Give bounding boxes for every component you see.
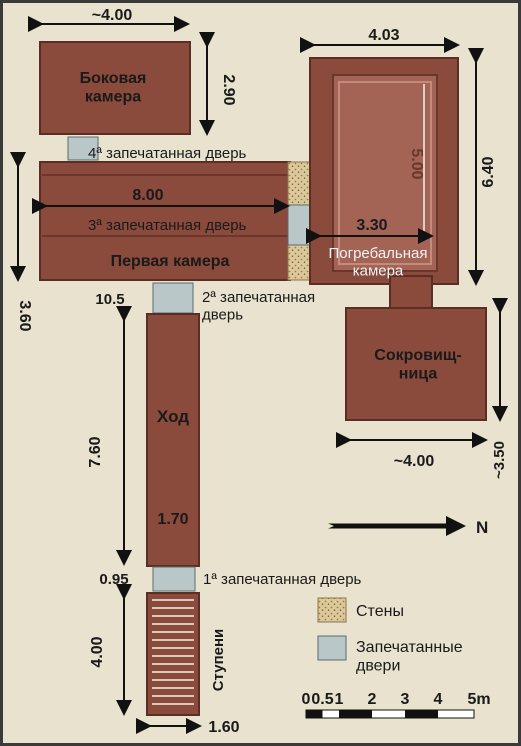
treasury-width-value: ~4.00: [394, 453, 435, 470]
steps-room: [146, 592, 200, 716]
door1-offset-value: 0.95: [99, 571, 128, 588]
side-height-value: 2.90: [220, 74, 237, 105]
corridor-room: [146, 313, 200, 567]
steps-label: Ступени: [210, 629, 227, 692]
north-arrow-icon: [320, 516, 466, 536]
side-width-value: ~4.00: [92, 7, 133, 24]
scale-tick-label: 2: [368, 691, 377, 708]
sarcophagus-outline: [338, 81, 432, 265]
first-chamber-room: [39, 161, 291, 281]
door1-label: 1ª запечатанная дверь: [203, 571, 362, 588]
burial-inner-width-value: 3.30: [356, 217, 387, 234]
scale-tick-label: 3: [401, 691, 410, 708]
corridor-width-value: 1.70: [157, 511, 188, 528]
door1-sealed: [152, 566, 196, 592]
scale-segment: [306, 710, 323, 718]
door3-sealed: [287, 204, 311, 246]
legend-walls-swatch: [317, 597, 347, 623]
burial-inner-height-value: 5.00: [408, 148, 425, 179]
door4-sealed: [67, 136, 99, 161]
legend-walls-label: Стены: [356, 603, 404, 620]
scale-tick-label: 0: [302, 691, 311, 708]
steps-width-value: 1.60: [208, 719, 239, 736]
scale-tick-label: 4: [434, 691, 443, 708]
north-label: N: [476, 518, 488, 537]
treasury-passage: [389, 275, 433, 311]
side-chamber-room: [39, 41, 191, 135]
first-chamber-label: Первая камера: [111, 253, 230, 270]
scale-tick-label: 1: [335, 691, 344, 708]
scale-tick-label: 5m: [467, 691, 490, 708]
door2-sealed: [152, 282, 194, 314]
legend-sealed-swatch: [317, 635, 347, 661]
stairs-lines: [152, 599, 194, 705]
door3-label: 3ª запечатанная дверь: [88, 217, 247, 234]
steps-length-value: 4.00: [89, 636, 106, 667]
first-width-value: 8.00: [132, 187, 163, 204]
treasury-label: Сокровищ-ница: [374, 347, 461, 382]
scale-tick-label: 0.5: [311, 691, 333, 708]
corridor-label: Ход: [157, 407, 189, 426]
corridor-length-value: 7.60: [87, 436, 104, 467]
burial-height-value: 6.40: [480, 156, 497, 187]
door2-offset-value: 10.5: [95, 291, 124, 308]
treasury-height-value: ~3.50: [491, 441, 508, 479]
burial-width-value: 4.03: [368, 27, 399, 44]
first-height-value: 3.60: [16, 300, 33, 331]
treasury-room: [345, 307, 487, 421]
scale-segment: [339, 710, 372, 718]
door4-label: 4ª запечатанная дверь: [88, 145, 247, 162]
scale-segment: [405, 710, 438, 718]
